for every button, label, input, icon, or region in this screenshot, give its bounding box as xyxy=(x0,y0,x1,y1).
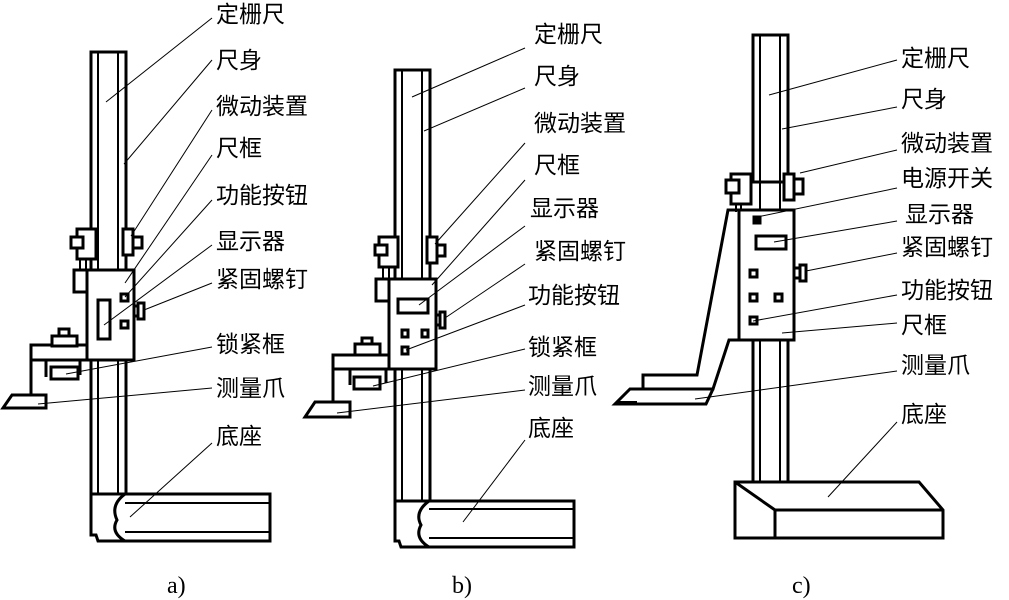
label-c-fixing-screw: 紧固螺钉 xyxy=(901,235,993,261)
panel-a-jaw xyxy=(0,327,87,410)
panel-c-base xyxy=(733,480,945,540)
panel-c-slider-frame xyxy=(737,208,808,342)
label-a-measuring-jaw: 测量爪 xyxy=(216,376,285,402)
label-c-fine-adjust: 微动装置 xyxy=(901,131,993,157)
label-c-function-button: 功能按钮 xyxy=(901,278,993,304)
label-a-fixing-screw: 紧固螺钉 xyxy=(216,267,308,293)
panel-c-fine-adjust xyxy=(724,172,805,212)
label-c-base: 底座 xyxy=(901,402,947,428)
panel-a-base xyxy=(89,492,272,543)
label-a-grating-scale: 定栅尺 xyxy=(216,2,285,28)
panel-c: 定栅尺 尺身 微动装置 电源开关 显示器 紧固螺钉 功能按钮 尺框 测量爪 底座… xyxy=(611,33,993,599)
label-c-ruler-body: 尺身 xyxy=(901,87,947,113)
panel-a: 定栅尺 尺身 微动装置 尺框 功能按钮 显示器 紧固螺钉 锁紧框 测量爪 底座 … xyxy=(0,2,308,599)
label-a-ruler-body: 尺身 xyxy=(216,48,262,74)
panel-c-leaders xyxy=(694,59,898,498)
label-a-lock-frame: 锁紧框 xyxy=(216,332,285,358)
label-c-display: 显示器 xyxy=(905,202,974,228)
label-b-base: 底座 xyxy=(528,416,574,442)
panel-b-fine-adjust xyxy=(373,235,447,278)
caption-c: c) xyxy=(792,573,811,599)
panel-b: 定栅尺 尺身 微动装置 尺框 显示器 紧固螺钉 功能按钮 锁紧框 测量爪 底座 … xyxy=(302,22,626,599)
label-b-fine-adjust: 微动装置 xyxy=(534,111,626,137)
panel-c-labels: 定栅尺 尺身 微动装置 电源开关 显示器 紧固螺钉 功能按钮 尺框 测量爪 底座 xyxy=(901,46,993,428)
label-b-fixing-screw: 紧固螺钉 xyxy=(534,239,626,265)
panel-c-jaw xyxy=(611,208,739,406)
label-b-display: 显示器 xyxy=(530,196,599,222)
label-b-slider-frame: 尺框 xyxy=(534,153,580,179)
label-b-function-button: 功能按钮 xyxy=(528,283,620,309)
label-b-grating-scale: 定栅尺 xyxy=(534,22,603,48)
caption-a: a) xyxy=(167,573,186,599)
label-a-slider-frame: 尺框 xyxy=(216,136,262,162)
label-a-display: 显示器 xyxy=(216,229,285,255)
label-a-fine-adjust: 微动装置 xyxy=(216,94,308,120)
label-a-function-button: 功能按钮 xyxy=(216,183,308,209)
panel-b-slider-frame xyxy=(374,277,447,371)
panel-a-fine-adjust xyxy=(69,227,144,270)
panel-b-labels: 定栅尺 尺身 微动装置 尺框 显示器 紧固螺钉 功能按钮 锁紧框 测量爪 底座 xyxy=(528,22,626,442)
panel-a-leaders xyxy=(37,17,213,518)
label-c-power-switch: 电源开关 xyxy=(901,166,993,192)
label-c-measuring-jaw: 测量爪 xyxy=(901,353,970,379)
panel-c-beam xyxy=(751,33,790,482)
panel-b-base xyxy=(393,499,576,549)
label-a-base: 底座 xyxy=(216,424,262,450)
caption-b: b) xyxy=(452,573,472,599)
panel-b-leaders xyxy=(336,47,526,523)
label-b-measuring-jaw: 测量爪 xyxy=(528,374,597,400)
label-b-ruler-body: 尺身 xyxy=(534,64,580,90)
panel-a-slider-frame xyxy=(72,268,146,362)
panel-b-jaw xyxy=(302,336,389,419)
label-b-lock-frame: 锁紧框 xyxy=(528,335,597,361)
label-c-grating-scale: 定栅尺 xyxy=(901,46,970,72)
panel-a-labels: 定栅尺 尺身 微动装置 尺框 功能按钮 显示器 紧固螺钉 锁紧框 测量爪 底座 xyxy=(216,2,308,450)
label-c-slider-frame: 尺框 xyxy=(901,313,947,339)
